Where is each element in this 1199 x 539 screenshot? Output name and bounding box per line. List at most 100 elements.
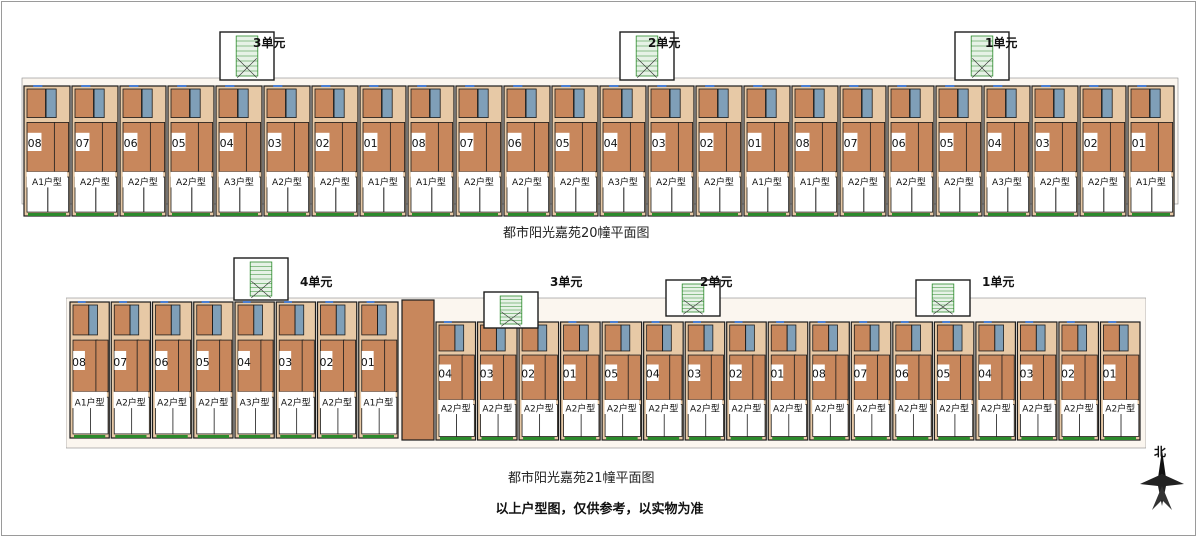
flat-number: 04 <box>220 137 234 150</box>
balcony <box>988 213 1026 216</box>
flat-number-bg <box>979 364 991 381</box>
bedroom <box>1126 354 1140 401</box>
flat-type-label: A2户型 <box>856 403 886 415</box>
flat-type-label: A2户型 <box>176 176 206 188</box>
flat-number: 08 <box>812 367 826 380</box>
kitchen <box>602 88 622 119</box>
flat-type-bg <box>170 171 212 188</box>
flat-type-label: A2户型 <box>773 403 803 415</box>
flat-number: 05 <box>604 367 618 380</box>
flat-number-bg <box>320 350 333 370</box>
bedroom <box>918 354 932 401</box>
bedroom <box>876 354 891 401</box>
flat-number-bg <box>651 132 666 151</box>
bedroom <box>245 122 262 173</box>
bathroom <box>1119 324 1129 352</box>
flat-type-bg <box>458 171 500 188</box>
balcony <box>28 213 66 216</box>
flat-number: 08 <box>412 137 426 150</box>
flat-type-label: A2户型 <box>464 176 494 188</box>
flat-type-bg <box>602 171 644 188</box>
bedroom <box>581 122 598 173</box>
b21-east-wing: 04A2户型03A2户型02A2户型01A2户型05A2户型04A2户型03A2… <box>435 279 1141 441</box>
flat-number-bg <box>729 364 742 381</box>
kitchen <box>266 88 286 119</box>
flat-type-label: A2户型 <box>80 176 110 188</box>
bathroom <box>429 88 441 119</box>
bedroom <box>793 354 807 401</box>
flat-type-label: A2户型 <box>690 403 720 415</box>
flat-type-label: A1户型 <box>75 396 105 408</box>
flat-number-bg <box>219 132 234 151</box>
flat-type-bg <box>938 171 980 188</box>
balcony <box>556 213 594 216</box>
flat-number: 03 <box>278 356 292 369</box>
flat-type-label: A2户型 <box>815 403 845 415</box>
balcony <box>1104 437 1136 440</box>
flat-number: 08 <box>796 137 810 150</box>
elevator-cross <box>237 58 257 78</box>
flat-number-bg <box>1083 132 1098 151</box>
kitchen <box>362 88 382 119</box>
flat-number-bg <box>75 132 90 151</box>
kitchen <box>729 324 746 352</box>
flat-type-bg <box>890 171 932 188</box>
flat-type-label: A2户型 <box>1088 176 1118 188</box>
flat-type-bg <box>1034 171 1076 188</box>
flat-number-bg <box>123 132 138 151</box>
b20-unit-3-label: 3单元 <box>253 36 286 50</box>
bathroom <box>129 304 140 336</box>
flat-type-label: A2户型 <box>1022 403 1052 415</box>
bedroom <box>485 122 502 173</box>
flat-number: 02 <box>1061 367 1075 380</box>
bedroom <box>752 354 766 401</box>
balcony <box>689 437 721 440</box>
bathroom <box>253 304 263 336</box>
bathroom <box>669 88 681 119</box>
kitchen <box>506 88 526 119</box>
flat-number: 01 <box>748 137 762 150</box>
balcony <box>440 437 472 440</box>
flat-type-label: A2户型 <box>322 396 352 408</box>
balcony <box>362 435 394 438</box>
bathroom <box>861 88 873 119</box>
bathroom <box>717 88 729 119</box>
kitchen <box>604 324 622 352</box>
balcony <box>813 437 846 440</box>
kitchen <box>746 88 766 119</box>
elevator-cross <box>972 58 992 78</box>
building-20-caption: 都市阳光嘉苑20幢平面图 <box>503 226 650 241</box>
flat-number-bg <box>812 364 825 381</box>
flat-type-bg <box>746 171 788 188</box>
flat-type-label: A2户型 <box>1064 403 1094 415</box>
flat-type-bg <box>521 399 557 415</box>
bedroom <box>533 122 550 173</box>
bedroom <box>710 354 724 401</box>
balcony <box>74 435 106 438</box>
bathroom <box>381 88 393 119</box>
flat-number-bg <box>795 132 810 151</box>
flat-type-label: A2户型 <box>704 176 734 188</box>
flat-number-bg <box>439 364 452 381</box>
kitchen <box>650 88 670 119</box>
kitchen <box>812 324 829 352</box>
balcony <box>647 437 680 440</box>
bedroom <box>136 339 150 393</box>
flat-type-bg <box>650 171 692 188</box>
elevator-cross <box>683 299 703 315</box>
bathroom <box>189 88 201 119</box>
flat-type-label: A2户型 <box>1040 176 1070 188</box>
bathroom <box>621 88 633 119</box>
flat-type-bg <box>1102 399 1138 415</box>
flat-number-bg <box>267 132 282 151</box>
bedroom <box>586 354 600 401</box>
balcony <box>1062 437 1095 440</box>
balcony <box>268 213 306 216</box>
flat-type-bg <box>1019 399 1055 415</box>
kitchen <box>890 88 910 119</box>
elevator-cross <box>933 299 953 315</box>
bathroom <box>1005 88 1017 119</box>
bathroom <box>525 88 537 119</box>
bedroom <box>503 354 517 401</box>
